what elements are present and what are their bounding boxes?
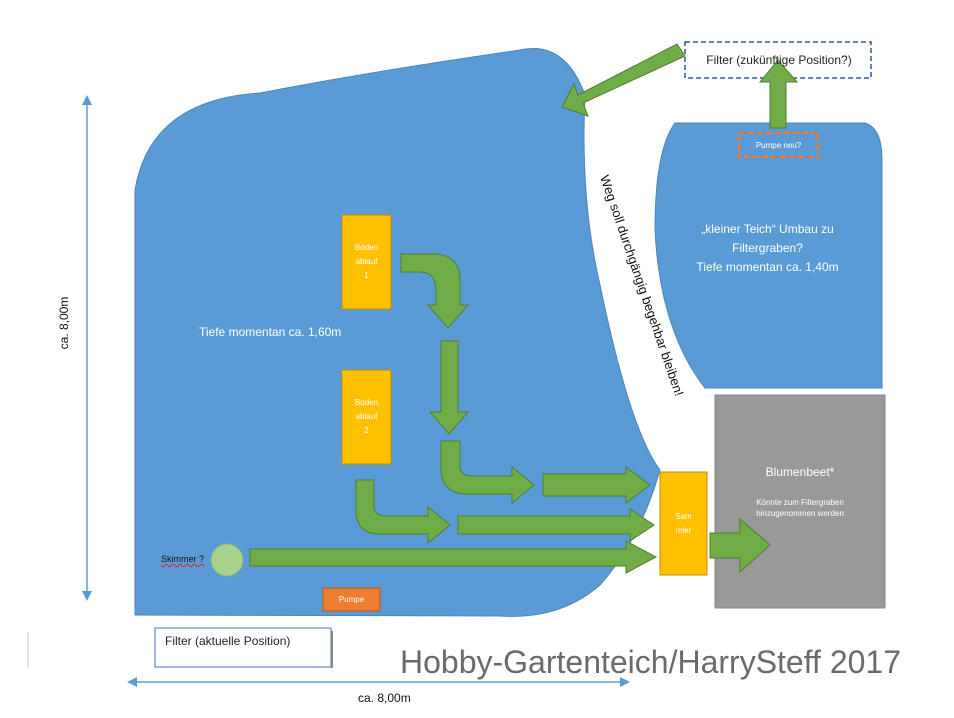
flower-bed-title: Blumenbeet* [765, 465, 835, 479]
page-title: Hobby-Gartenteich/HarrySteff 2017 [400, 644, 901, 680]
drain-2-line-3: 2 [364, 426, 369, 435]
arrow-skimmer-to-collector [249, 540, 658, 574]
filter-current-box [154, 627, 332, 668]
collector-label: Sam mler [660, 472, 707, 575]
flower-bed-note: Könnte zum Filtergraben hinzugenommen we… [715, 497, 885, 519]
main-pond-depth-label: Tiefe momentan ca. 1,60m [199, 325, 342, 339]
small-pond [654, 122, 883, 389]
skimmer-label: Skimmer ? [161, 554, 205, 564]
flower-bed-note-line-1: Könnte zum Filtergraben [756, 498, 844, 507]
drain-1-line-3: 1 [364, 271, 369, 280]
dimension-label-horizontal: ca. 8,00m [358, 691, 411, 705]
pump-label: Pumpe [338, 595, 365, 604]
pump-box [322, 587, 381, 612]
filter-future-label: Filter (zukünftige Position?) [706, 53, 852, 67]
drain-2-line-1: Boden [354, 398, 379, 407]
arrow-filter-to-pond [561, 43, 686, 117]
drain-1-line-2: ablauf [355, 257, 378, 266]
collector [659, 471, 708, 576]
arrow-collector-to-bed [709, 517, 771, 574]
arrow-to-collector-middle [457, 508, 655, 542]
bent-arrow-drain1 [400, 253, 470, 329]
small-pond-line-2: Filtergraben? [732, 241, 803, 255]
bent-arrow-mid [440, 440, 535, 505]
collector-line-1: Sam [675, 511, 692, 521]
floor-drain-2 [341, 369, 392, 465]
flower-bed [714, 394, 886, 609]
drain-1-label: Boden ablauf 1 [342, 215, 391, 309]
bent-arrow-drain2 [355, 479, 451, 545]
arrow-up-to-filter [758, 59, 799, 129]
down-arrow [428, 340, 470, 435]
drain-2-line-2: ablauf [355, 412, 378, 421]
pump-new-box [737, 131, 820, 159]
small-pond-description: „kleiner Teich“ Umbau zu Filtergraben? T… [660, 220, 875, 277]
floor-drain-1 [341, 214, 392, 310]
skimmer-circle [210, 543, 244, 577]
drain-1-line-1: Boden [354, 243, 379, 252]
collector-line-2: mler [675, 525, 692, 535]
drain-2-label: Boden ablauf 2 [342, 370, 391, 464]
small-pond-line-3: Tiefe momentan ca. 1,40m [696, 260, 839, 274]
dimension-label-vertical: ca. 8,00m [57, 296, 71, 350]
arrow-to-collector-upper [542, 466, 651, 504]
filter-current-label: Filter (aktuelle Position) [165, 634, 291, 648]
flower-bed-note-line-2: hinzugenommen werden [756, 509, 844, 518]
small-pond-line-1: „kleiner Teich“ Umbau zu [701, 222, 834, 236]
pump-new-label: Pumpe neu? [755, 140, 802, 150]
